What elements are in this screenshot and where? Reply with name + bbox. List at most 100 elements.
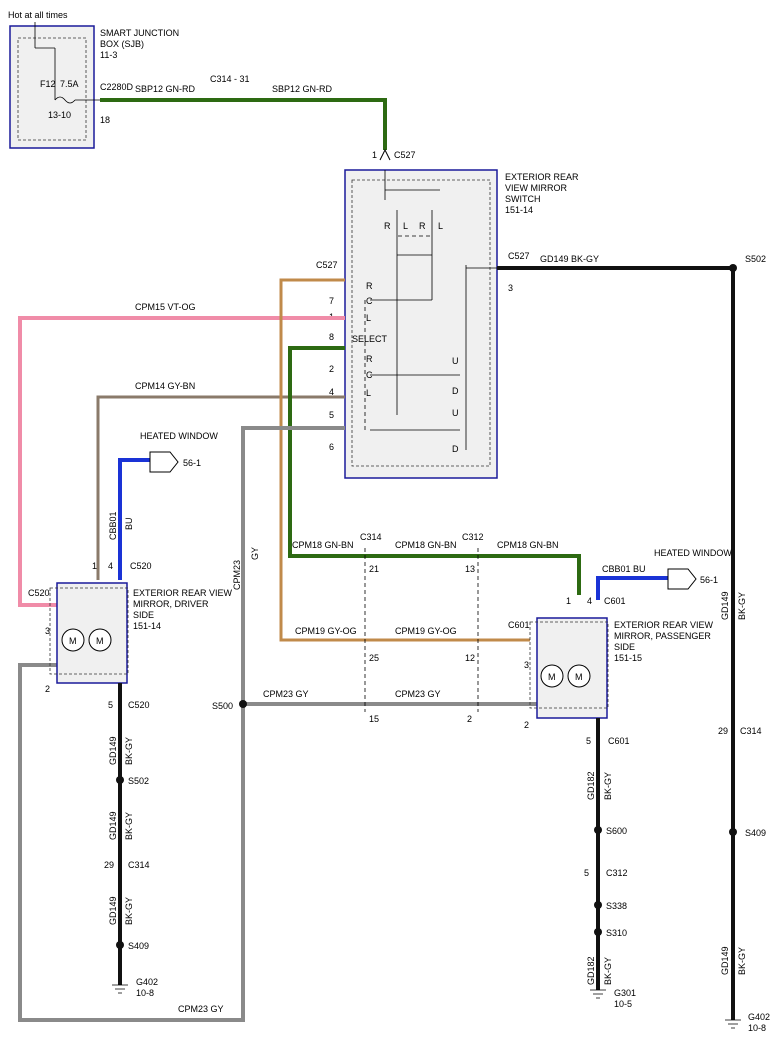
ground-g402-ref-driver: 10-8 xyxy=(136,988,154,998)
switch-pin-8: 8 xyxy=(329,332,334,342)
motor-label-3: M xyxy=(548,672,556,682)
ground-icon-g301 xyxy=(590,989,606,999)
driver-connector-top: C520 xyxy=(130,561,152,571)
contact-r-lower: R xyxy=(366,354,373,364)
passenger-mirror-title-3: SIDE xyxy=(614,642,635,652)
passenger-pin-5: 5 xyxy=(586,736,591,746)
motor-icon xyxy=(540,664,564,688)
label-cpm23-vert: CPM23 xyxy=(232,560,242,590)
ud-u1: U xyxy=(452,356,459,366)
driver-c520-bottom: C520 xyxy=(128,700,150,710)
label-bkgy-right: BK-GY xyxy=(737,592,747,620)
driver-mirror-title-3: SIDE xyxy=(133,610,154,620)
driver-pin-1: 1 xyxy=(92,561,97,571)
splice-s600: S600 xyxy=(606,826,627,836)
passenger-mirror: M M EXTERIOR REAR VIEW MIRROR, PASSENGER… xyxy=(508,596,714,746)
c314-pin-21: 21 xyxy=(369,564,379,574)
label-c314-31: C314 - 31 xyxy=(210,74,250,84)
switch-pin-top: 1 xyxy=(372,150,377,160)
passenger-connector-left: C601 xyxy=(508,620,530,630)
label-gd149-driver-3: GD149 xyxy=(108,896,118,925)
passenger-c601-bottom: C601 xyxy=(608,736,630,746)
wire-gd182-passenger: GD182 BK-GY S600 5 C312 S338 S310 GD182 … xyxy=(584,718,636,1009)
label-gy-vert: GY xyxy=(250,547,260,560)
wire-sbp12: SBP12 GN-RD C314 - 31 SBP12 GN-RD 1 C527 xyxy=(100,74,416,161)
c312-pin-12: 12 xyxy=(465,653,475,663)
motor-icon xyxy=(567,664,591,688)
top-contact-r2: R xyxy=(419,221,426,231)
driver-mirror-title-2: MIRROR, DRIVER xyxy=(133,599,209,609)
c312-pin-13: 13 xyxy=(465,564,475,574)
switch-pin-right: 3 xyxy=(508,283,513,293)
ground-g402-ref-right: 10-8 xyxy=(748,1023,766,1033)
label-sbp12-a: SBP12 GN-RD xyxy=(135,84,196,94)
label-gd182-passenger-2: GD182 xyxy=(586,956,596,985)
pin5-passenger: 5 xyxy=(584,868,589,878)
hot-label: Hot at all times xyxy=(8,10,68,20)
label-gd149-right-2: GD149 xyxy=(720,946,730,975)
top-contact-r1: R xyxy=(384,221,391,231)
sjb-block: Hot at all times F12 7.5A 13-10 SMART JU… xyxy=(8,10,179,149)
top-contact-l2: L xyxy=(438,221,443,231)
label-cpm18-b: CPM18 GN-BN xyxy=(395,540,457,550)
label-cpm18-c: CPM18 GN-BN xyxy=(497,540,559,550)
label-cpm23-b: CPM23 GY xyxy=(395,689,441,699)
switch-pin-2: 2 xyxy=(329,364,334,374)
sjb-title-3: 11-3 xyxy=(100,50,117,60)
label-sbp12-b: SBP12 GN-RD xyxy=(272,84,333,94)
driver-mirror: M M EXTERIOR REAR VIEW MIRROR, DRIVER SI… xyxy=(28,561,233,710)
label-bkgy-driver-3: BK-GY xyxy=(124,897,134,925)
select-label: SELECT xyxy=(352,334,388,344)
switch-pin-4: 4 xyxy=(329,387,334,397)
pin29-driver: 29 xyxy=(104,860,114,870)
wire-gd149-right: GD149 BK-GY S502 GD149 BK-GY 29 C314 S40… xyxy=(497,254,770,1033)
sjb-box xyxy=(9,25,95,149)
label-cpm19-b: CPM19 GY-OG xyxy=(395,626,457,636)
contact-l-upper: L xyxy=(366,313,371,323)
c312-pin-2: 2 xyxy=(467,714,472,724)
passenger-mirror-title-2: MIRROR, PASSENGER xyxy=(614,631,711,641)
label-cbb01-vert: CBB01 xyxy=(108,511,118,540)
wire-cpm23: S500 CPM23 GY CPM23 GY CPM23 GY CPM23 GY xyxy=(18,426,537,1022)
label-cpm15: CPM15 VT-OG xyxy=(135,302,196,312)
switch-pin-7: 7 xyxy=(329,296,334,306)
passenger-pin-1: 1 xyxy=(566,596,571,606)
label-bkgy-passenger-2: BK-GY xyxy=(603,957,613,985)
label-bkgy-right-2: BK-GY xyxy=(737,947,747,975)
ground-g402-right: G402 xyxy=(748,1012,770,1022)
driver-mirror-title-1: EXTERIOR REAR VIEW xyxy=(133,588,233,598)
inline-connectors: C314 C312 21 25 15 13 12 2 xyxy=(360,532,484,724)
contact-l-lower: L xyxy=(366,388,371,398)
switch-connector-top: C527 xyxy=(394,150,416,160)
passenger-mirror-title-1: EXTERIOR REAR VIEW xyxy=(614,620,714,630)
contact-c-upper: C xyxy=(366,296,373,306)
label-gd182-passenger-1: GD182 xyxy=(586,771,596,800)
mirror-switch: EXTERIOR REAR VIEW MIRROR SWITCH 151-14 … xyxy=(316,169,579,479)
connector-arrow-icon xyxy=(149,451,179,473)
splice-s409-driver: S409 xyxy=(128,941,149,951)
heated-window-label-passenger: HEATED WINDOW xyxy=(654,548,732,558)
c314-right: C314 xyxy=(740,726,762,736)
switch-title-4: 151-14 xyxy=(505,205,533,215)
ground-icon-g402-driver xyxy=(112,984,128,994)
switch-title-1: EXTERIOR REAR xyxy=(505,172,579,182)
motor-label-1: M xyxy=(69,636,77,646)
label-gd149-right: GD149 xyxy=(720,591,730,620)
fuse-name: F12 xyxy=(40,79,56,89)
fuse-icon xyxy=(54,96,76,104)
heated-window-ref-passenger: 56-1 xyxy=(700,575,718,585)
label-cpm23-c: CPM23 GY xyxy=(178,1004,224,1014)
fuse-rating: 7.5A xyxy=(60,79,79,89)
top-contact-l1: L xyxy=(403,221,408,231)
c314-driver: C314 xyxy=(128,860,150,870)
driver-mirror-title-4: 151-14 xyxy=(133,621,161,631)
c314-pin-25: 25 xyxy=(369,653,379,663)
driver-pin-3: 3 xyxy=(45,626,50,636)
ud-u2: U xyxy=(452,408,459,418)
label-cpm14: CPM14 GY-BN xyxy=(135,381,195,391)
switch-title-3: SWITCH xyxy=(505,194,541,204)
splice-s502-driver: S502 xyxy=(128,776,149,786)
switch-pin-6: 6 xyxy=(329,442,334,452)
switch-pin-5: 5 xyxy=(329,410,334,420)
motor-icon xyxy=(88,628,112,652)
